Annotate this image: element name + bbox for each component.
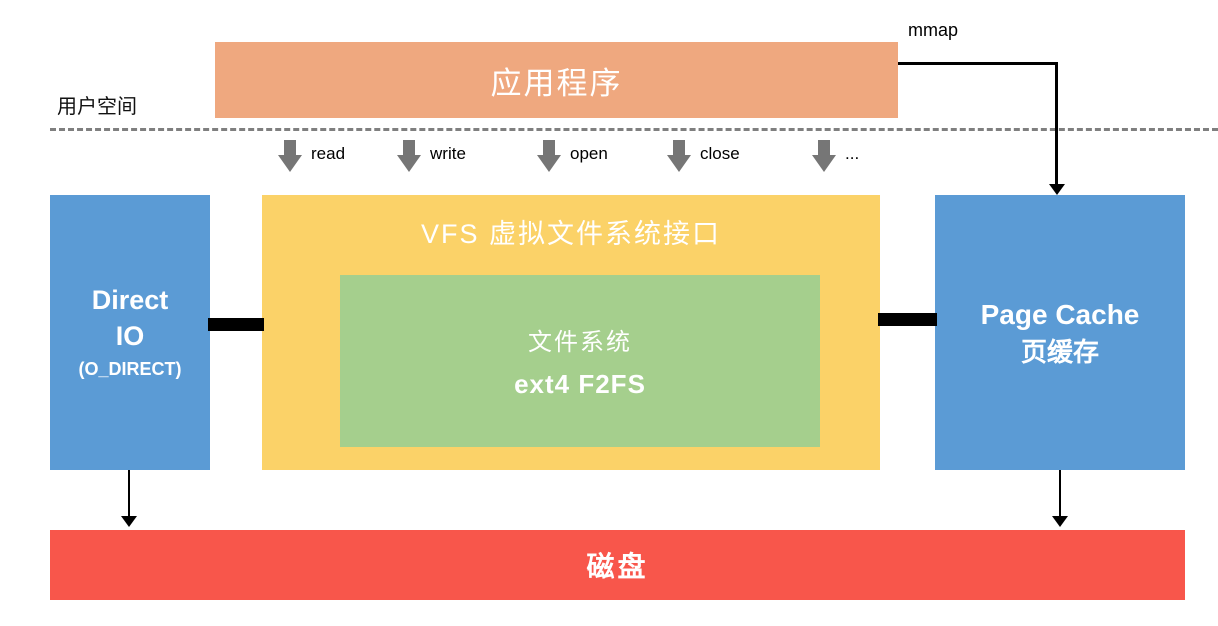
down-arrow-icon [397, 140, 421, 172]
down-arrow-icon [667, 140, 691, 172]
syscall-read: read [278, 140, 345, 172]
down-arrow-icon [278, 140, 302, 172]
mmap-label: mmap [908, 20, 959, 40]
syscall-label: write [430, 144, 466, 163]
pagecache-to-disk-arrowhead-icon [1052, 516, 1068, 527]
down-arrow-icon [537, 140, 561, 172]
disk-box: 磁盘 [50, 530, 1185, 600]
syscall-label: open [570, 144, 608, 163]
user-kernel-boundary-line [50, 128, 1218, 131]
syscall-write: write [397, 140, 466, 172]
directio-to-disk-line [128, 470, 130, 518]
syscall-open: open [537, 140, 608, 172]
direct-io-label-line1: Direct [91, 284, 169, 315]
syscall-label: ... [845, 144, 860, 163]
direct-io-label-line2: IO [115, 320, 145, 351]
syscall-label: close [700, 144, 740, 163]
connector-directio-vfs [208, 318, 264, 331]
directio-to-disk-arrowhead-icon [121, 516, 137, 527]
mmap-arrowhead-icon [1049, 184, 1065, 195]
filesystem-label: 文件系统 [528, 329, 632, 356]
syscall-close: close [667, 140, 740, 172]
pagecache-to-disk-line [1059, 470, 1061, 518]
direct-io-label-line3: (O_DIRECT) [78, 358, 182, 379]
down-arrow-icon [812, 140, 836, 172]
connector-vfs-pagecache [878, 313, 937, 326]
mmap-connector-horizontal [898, 62, 1057, 65]
mmap-connector-vertical [1055, 62, 1058, 186]
page-cache-label-line1: Page Cache [980, 298, 1140, 330]
syscall-label: read [311, 144, 346, 163]
filesystem-box: 文件系统 ext4 F2FS [340, 275, 820, 447]
page-cache-label-line2: 页缓存 [1020, 336, 1099, 367]
direct-io-box: Direct IO (O_DIRECT) [50, 195, 210, 470]
vfs-title: VFS 虚拟文件系统接口 [420, 219, 721, 249]
user-space-label: 用户空间 [57, 96, 137, 118]
application-box: 应用程序 [215, 42, 898, 118]
filesystem-types-label: ext4 F2FS [514, 369, 646, 399]
page-cache-box: Page Cache 页缓存 [935, 195, 1185, 470]
disk-label: 磁盘 [586, 551, 649, 582]
syscall-ellipsis: ... [812, 140, 859, 172]
application-label: 应用程序 [490, 65, 623, 101]
